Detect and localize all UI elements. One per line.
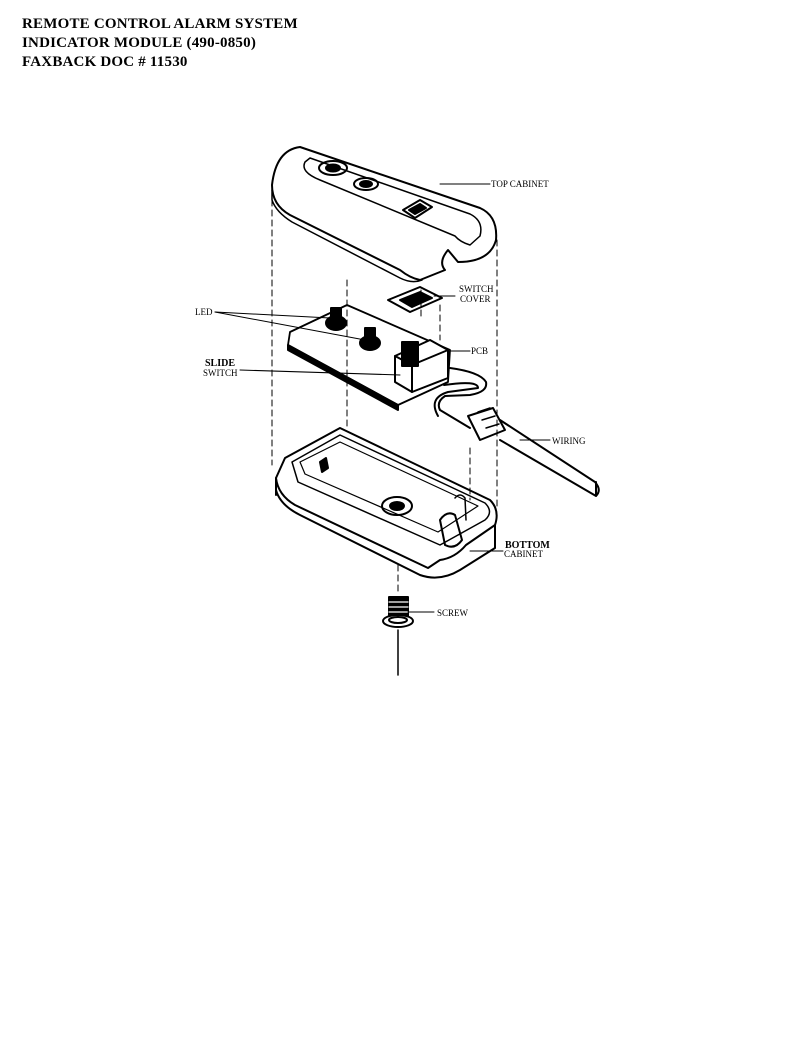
label-bottom-cabinet-line2: CABINET: [504, 549, 543, 559]
leader-lines: [214, 183, 551, 613]
label-wiring: WIRING: [552, 436, 586, 446]
label-switch-cover-line2: COVER: [460, 294, 491, 304]
label-switch-cover-line1: SWITCH: [459, 284, 494, 294]
top-cabinet: [271, 146, 498, 283]
label-screw: SCREW: [437, 608, 469, 618]
label-pcb: PCB: [471, 346, 488, 356]
bottom-cabinet: [275, 427, 498, 579]
label-top-cabinet: TOP CABINET: [491, 179, 549, 189]
header-line-module: INDICATOR MODULE (490-0850): [22, 35, 257, 51]
wiring: [433, 367, 600, 497]
switch-cover: [387, 286, 443, 313]
screw: [382, 564, 414, 676]
document-header: REMOTE CONTROL ALARM SYSTEM INDICATOR MO…: [22, 15, 298, 72]
header-line-doc-number: FAXBACK DOC # 11530: [22, 54, 188, 70]
label-slide-switch-line1: SLIDE: [205, 358, 235, 369]
label-bottom-cabinet-line1: BOTTOM: [505, 540, 550, 551]
label-slide-switch-line2: SWITCH: [203, 368, 238, 378]
label-led: LED: [195, 307, 213, 317]
slide-switch: [394, 339, 449, 393]
led-1: [325, 307, 347, 331]
pcb: [287, 304, 451, 411]
header-line-title: REMOTE CONTROL ALARM SYSTEM: [22, 16, 298, 32]
led-2: [359, 327, 381, 351]
